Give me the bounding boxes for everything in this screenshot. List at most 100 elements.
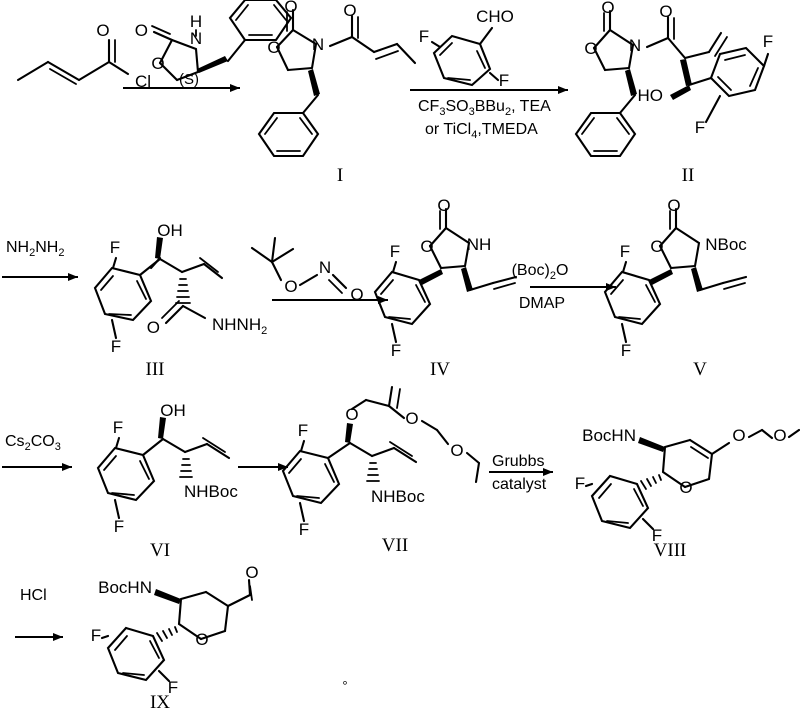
atom-label-O-acyl-I: O bbox=[343, 1, 356, 20]
atom-label-F-VII-b: F bbox=[299, 520, 309, 539]
atom-label-F-V-a: F bbox=[620, 242, 630, 261]
atom-label-O-ring: O bbox=[151, 54, 164, 73]
atom-label-CHO: CHO bbox=[476, 7, 514, 26]
reaction-arrow-1 bbox=[123, 84, 240, 92]
atom-label-NBoc-V: NBoc bbox=[705, 235, 747, 254]
wedge-bond-IX bbox=[154, 589, 181, 604]
atom-label-O-III: O bbox=[147, 318, 160, 337]
atom-label-HO-II: HO bbox=[638, 86, 664, 105]
atom-label-NHNH2: NHNH2 bbox=[212, 315, 267, 337]
reagent-titanium: or TiCl4,TMEDA bbox=[425, 121, 538, 141]
hash-bond-VI bbox=[180, 459, 192, 477]
atom-label-F-V-b: F bbox=[621, 341, 631, 360]
atom-label-F-IX-b: F bbox=[168, 678, 178, 697]
wedge-bond-VIII bbox=[638, 437, 665, 452]
compound-label-V: V bbox=[693, 359, 707, 380]
reaction-arrow-4 bbox=[272, 296, 388, 304]
structure-compound-IV: O O NH F F IV bbox=[375, 196, 516, 380]
atom-label-O-pyran-VIII: O bbox=[679, 478, 692, 497]
atom-label-F-III-b: F bbox=[111, 337, 121, 356]
structure-compound-VIII: BocHN O O O F F VIII bbox=[575, 426, 799, 561]
atom-label-O-ring-IV: O bbox=[420, 237, 433, 256]
wedge-bond-I bbox=[308, 69, 320, 96]
compound-label-I: I bbox=[337, 165, 343, 186]
reagent-boc-anhydride: (Boc)2O bbox=[512, 262, 569, 282]
atom-label-O-ring-I: O bbox=[267, 38, 280, 57]
artifact-mark: ° bbox=[342, 678, 347, 693]
compound-label-III: III bbox=[146, 359, 165, 380]
structure-compound-V: O O NBoc F F V bbox=[605, 196, 747, 380]
hash-bond-IX bbox=[157, 627, 177, 641]
reaction-arrow-9 bbox=[15, 633, 63, 641]
reaction-arrow-2 bbox=[410, 86, 568, 94]
hash-bond-VII bbox=[367, 463, 379, 481]
atom-label-O-VIII-2: O bbox=[773, 426, 786, 445]
structure-compound-II: O O N O HO F F II bbox=[576, 0, 773, 186]
compound-label-VIII: VIII bbox=[654, 540, 687, 561]
atom-label-NHBoc-VII: NHBoc bbox=[371, 487, 425, 506]
reagent-boron-enolate: CF3SO3BBu2, TEA bbox=[418, 98, 551, 118]
atom-label-O-VIII-1: O bbox=[732, 426, 745, 445]
reagent-hcl: HCl bbox=[20, 587, 47, 604]
atom-label-N-nitrite: N bbox=[319, 258, 331, 277]
atom-label-F-VI-b: F bbox=[114, 517, 124, 536]
atom-label-O-carbonyl: O bbox=[135, 21, 148, 40]
atom-label-F-IV-b: F bbox=[391, 341, 401, 360]
structure-compound-VII: F F O O O NHBoc VII bbox=[283, 387, 479, 556]
compound-label-IV: IV bbox=[430, 359, 450, 380]
atom-label-O-carbonyl-V: O bbox=[667, 196, 680, 215]
hash-bond-VIII bbox=[641, 475, 661, 489]
structure-compound-I: O O N O I bbox=[259, 0, 415, 186]
atom-label-N: N bbox=[190, 29, 202, 48]
reaction-arrow-5 bbox=[530, 283, 616, 291]
structure-difluorobenzaldehyde: CHO F F bbox=[419, 7, 514, 90]
compound-label-VI: VI bbox=[150, 540, 170, 561]
atom-label-O-ketone-IX: O bbox=[245, 563, 258, 582]
reaction-arrow-6 bbox=[2, 463, 72, 471]
atom-label-F-VI-a: F bbox=[113, 418, 123, 437]
reagent-grubbs-line2: catalyst bbox=[492, 476, 547, 493]
atom-label-N-I: N bbox=[312, 35, 324, 54]
atom-label-F-VIII-a: F bbox=[575, 474, 585, 493]
atom-label-Cl: Cl bbox=[135, 72, 151, 91]
atom-label-NHBoc-VI: NHBoc bbox=[184, 482, 238, 501]
atom-label-NH-IV: NH bbox=[467, 235, 492, 254]
atom-label-O-ring-V: O bbox=[650, 237, 663, 256]
reagent-hydrazine: NH2NH2 bbox=[6, 239, 64, 259]
compound-label-IX: IX bbox=[150, 692, 170, 713]
atom-label-O-nitrite-2: O bbox=[350, 285, 363, 304]
atom-label-O-acyl-II: O bbox=[659, 2, 672, 21]
structure-compound-IX: BocHN O O F F IX bbox=[91, 563, 259, 713]
atom-label-F-VII-a: F bbox=[298, 421, 308, 440]
compound-label-II: II bbox=[682, 165, 695, 186]
atom-label-O: O bbox=[96, 21, 109, 40]
atom-label-OH-VI: OH bbox=[160, 401, 186, 420]
compound-label-VII: VII bbox=[382, 535, 408, 556]
reaction-arrow-8 bbox=[489, 468, 553, 476]
atom-label-F-II-a: F bbox=[763, 32, 773, 51]
atom-label-O-carbonyl-II: O bbox=[601, 0, 614, 17]
atom-label-O-carbonyl-IV: O bbox=[437, 196, 450, 215]
reagent-cesium-carbonate: Cs2CO3 bbox=[5, 433, 61, 453]
atom-label-O-pyran-IX: O bbox=[195, 630, 208, 649]
atom-label-BocHN-VIII: BocHN bbox=[582, 426, 636, 445]
atom-label-F-ortho: F bbox=[419, 27, 429, 46]
atom-label-O-VII-mom2: O bbox=[450, 441, 463, 460]
atom-label-H: H bbox=[190, 12, 202, 31]
wedge-bond-II bbox=[625, 69, 637, 96]
reaction-arrow-3 bbox=[2, 273, 78, 281]
reagent-dmap: DMAP bbox=[519, 295, 565, 312]
structure-benzyl-oxazolidinone: O O N H (S) bbox=[135, 0, 291, 88]
atom-label-F-III-a: F bbox=[110, 238, 120, 257]
atom-label-F-meta: F bbox=[499, 71, 509, 90]
atom-label-O-nitrite-1: O bbox=[284, 277, 297, 296]
atom-label-O-VII-mom1: O bbox=[405, 409, 418, 428]
atom-label-O-carbonyl-I: O bbox=[284, 0, 297, 16]
atom-label-F-VIII-b: F bbox=[652, 526, 662, 545]
reagent-grubbs-line1: Grubbs bbox=[492, 453, 544, 470]
hash-bond-III bbox=[176, 279, 190, 303]
atom-label-N-II: N bbox=[629, 36, 641, 55]
wedge-bond bbox=[197, 56, 228, 73]
